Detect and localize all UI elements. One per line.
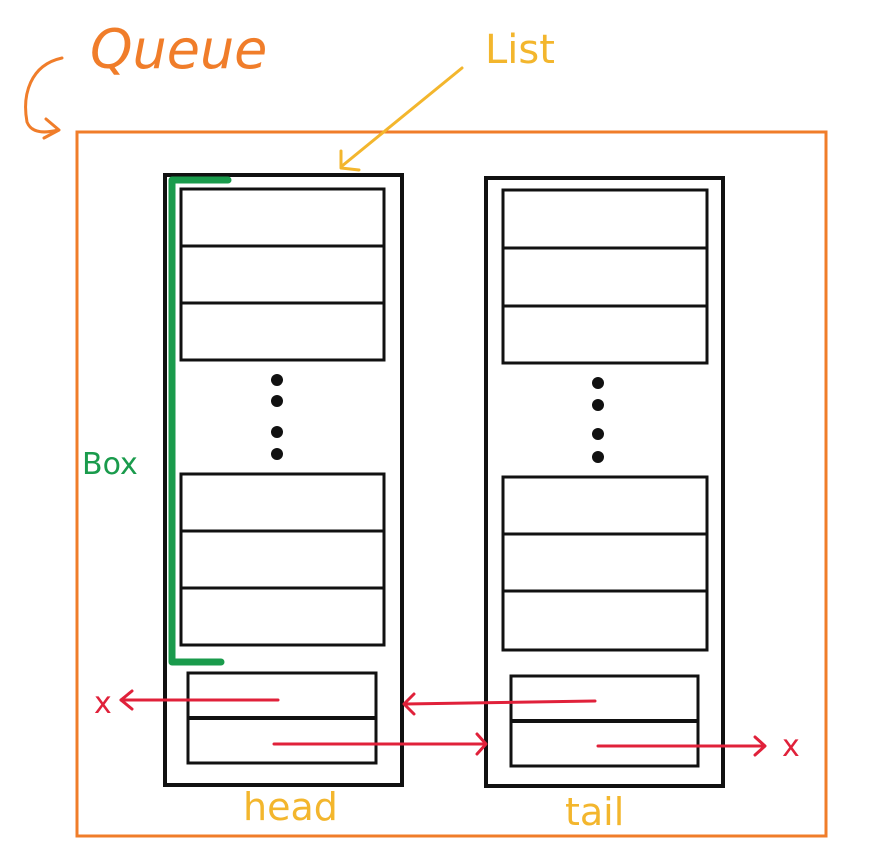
null-marker-right: x [782,729,800,764]
head-ellipsis-dot [271,374,283,386]
head-ellipsis-dot [271,448,283,460]
tail-ellipsis-dot [592,451,604,463]
tail-next-pointer-arrowhead [753,735,767,757]
queue-pointer-arrowhead [42,117,61,140]
tail-ellipsis-dot [592,399,604,411]
box-bracket [168,176,232,666]
head-top-slots [179,187,386,362]
queue-container [75,130,828,838]
tail-top-slots [501,188,709,365]
head-bottom-slots [179,472,386,647]
tail-list-frame [484,176,725,788]
tail-list [484,176,725,788]
head-next-pointer-arrowhead [475,732,488,756]
queue-pointer-arrow [24,56,64,134]
list-pointer-arrowhead [339,149,361,172]
queue-title: Queue [90,18,267,81]
head-label: head [243,785,338,829]
box-label: Box [82,447,138,482]
head-prev-pointer-arrowhead [119,689,134,711]
head-ellipsis-dot [271,426,283,438]
tail-prev-pointer [403,699,597,706]
list-pointer-arrow [340,66,464,168]
null-marker-left: x [94,686,112,721]
head-ellipsis-dot [271,395,283,407]
head-list-frame [163,173,404,787]
head-list [163,173,404,787]
tail-label: tail [565,790,624,834]
list-label: List [485,27,555,73]
tail-ellipsis-dot [592,428,604,440]
tail-ellipsis-dot [592,377,604,389]
tail-bottom-slots [501,475,709,652]
tail-prev-pointer-arrowhead [402,692,416,716]
